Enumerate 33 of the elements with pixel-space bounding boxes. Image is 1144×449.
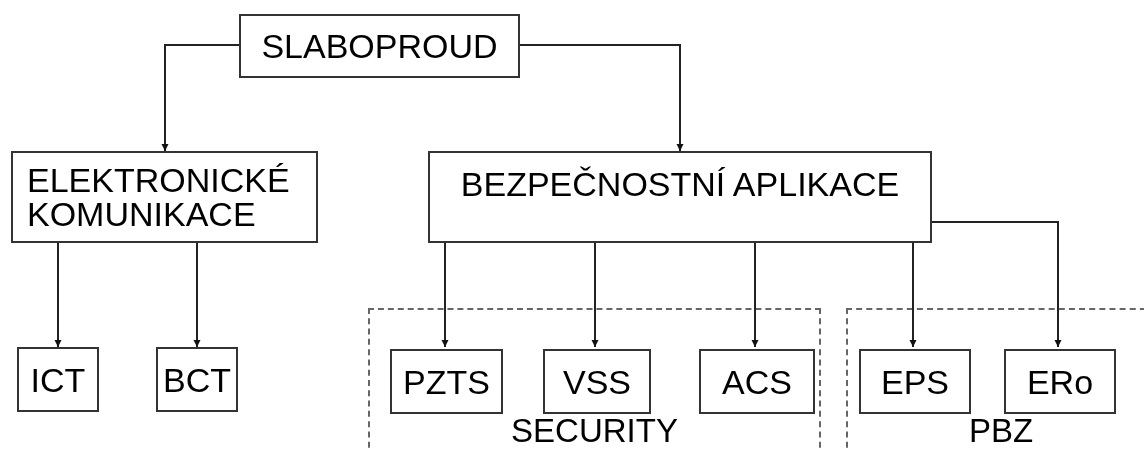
label-box: [1004, 349, 1116, 414]
box-label: ELEKTRONICKÉ KOMUNIKACE: [27, 163, 291, 231]
label-box: [11, 151, 318, 243]
box-label: ACS: [722, 364, 792, 399]
dashed-group-frame: [846, 308, 1144, 449]
arrow: [193, 242, 201, 348]
label-box: [239, 14, 520, 78]
arrow: [441, 242, 449, 348]
label-box: [543, 349, 651, 414]
box-label: EPS: [880, 364, 949, 399]
box-label: ERo: [1026, 364, 1094, 399]
label-box: [390, 349, 503, 414]
box-label: BEZPEČNOSTNÍ APLIKACE: [460, 167, 900, 201]
label-box: [156, 347, 238, 412]
label-box: [428, 151, 932, 243]
arrow: [54, 242, 62, 348]
box-label: VSS: [562, 364, 631, 399]
arrow: [161, 44, 240, 152]
label-box: [17, 347, 99, 412]
arrow: [519, 44, 684, 152]
label-box: [859, 349, 971, 414]
arrow: [591, 242, 599, 348]
arrow: [931, 221, 1062, 348]
label-box: [699, 349, 815, 414]
box-label: BCT: [163, 362, 231, 397]
group-label: SECURITY: [511, 414, 678, 447]
arrow: [909, 242, 917, 348]
box-label: SLABOPROUD: [261, 29, 498, 63]
dashed-group-frame: [368, 308, 821, 449]
box-label: PZTS: [403, 364, 490, 399]
box-label: ICT: [30, 362, 86, 397]
group-label: PBZ: [968, 414, 1034, 447]
arrow: [751, 242, 759, 348]
